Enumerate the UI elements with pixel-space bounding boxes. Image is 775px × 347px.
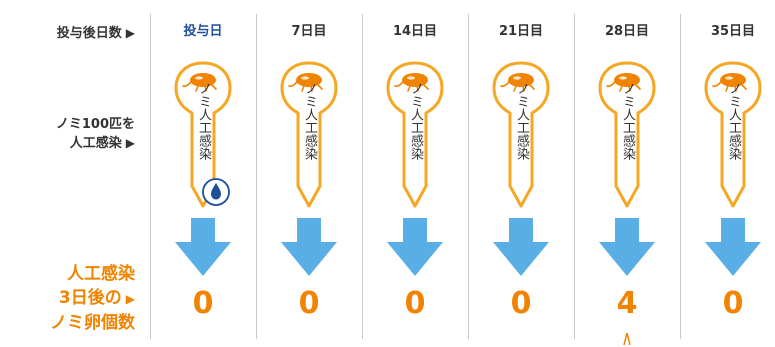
column-header: 14日目 <box>392 24 438 39</box>
egg-count-value: 0 <box>510 286 532 321</box>
tube-label: ノミ人工感染 <box>514 82 529 160</box>
test-tube-icon <box>386 61 444 208</box>
flea-icon <box>500 73 535 92</box>
tube-label: ノミ人工感染 <box>408 82 423 160</box>
down-arrow-icon <box>175 218 231 276</box>
column-divider <box>680 14 681 339</box>
flea-infection-label: ノミ100匹を 人工感染▶ <box>55 117 135 151</box>
egg-count-label: 人工感染 3日後の▶ ノミ卵個数 <box>50 264 135 333</box>
footnote-marker <box>623 332 631 346</box>
column-divider <box>468 14 469 339</box>
test-tube-icon <box>704 61 762 208</box>
column-divider <box>256 14 257 339</box>
tube-label: ノミ人工感染 <box>620 82 635 160</box>
column-divider <box>362 14 363 339</box>
timeline-column: 7日目 ノミ人工感染 0 <box>256 0 362 347</box>
test-tube-icon <box>598 61 656 208</box>
down-arrow-icon <box>387 218 443 276</box>
down-arrow-icon <box>599 218 655 276</box>
timeline-column: 14日目 ノミ人工感染 0 <box>362 0 468 347</box>
down-arrow-icon <box>705 218 761 276</box>
flea-icon <box>712 73 747 92</box>
egg-count-value: 0 <box>722 286 744 321</box>
row-arrow-icon: ▶ <box>125 26 135 40</box>
days-after-dose-label: 投与後日数▶ <box>56 26 135 41</box>
test-tube-icon <box>492 61 550 208</box>
column-divider <box>574 14 575 339</box>
test-tube-icon <box>174 61 232 208</box>
drop-icon <box>202 178 230 206</box>
timeline-column: 投与日 ノミ人工感染 0 <box>150 0 256 347</box>
column-header: 28日目 <box>604 24 650 39</box>
flea-icon <box>288 73 323 92</box>
egg-count-value: 0 <box>298 286 320 321</box>
flea-icon <box>606 73 641 92</box>
timeline-column: 21日目 ノミ人工感染 0 <box>468 0 574 347</box>
tube-label: ノミ人工感染 <box>302 82 317 160</box>
down-arrow-icon <box>493 218 549 276</box>
row-arrow-icon: ▶ <box>125 136 135 150</box>
egg-count-value: 0 <box>404 286 426 321</box>
flea-icon <box>182 73 217 92</box>
column-header: 35日目 <box>710 24 756 39</box>
timeline-column: 28日目 ノミ人工感染 4 <box>574 0 680 347</box>
tube-label: ノミ人工感染 <box>196 82 211 160</box>
test-tube-icon <box>280 61 338 208</box>
column-divider <box>150 14 151 339</box>
egg-count-value: 4 <box>616 286 638 321</box>
column-header: 21日目 <box>498 24 544 39</box>
timeline-column: 35日目 ノミ人工感染 0 <box>680 0 775 347</box>
column-header: 投与日 <box>183 24 223 39</box>
down-arrow-icon <box>281 218 337 276</box>
egg-count-value: 0 <box>192 286 214 321</box>
flea-icon <box>394 73 429 92</box>
column-header: 7日目 <box>291 24 327 39</box>
row-arrow-icon: ▶ <box>125 292 135 306</box>
tube-label: ノミ人工感染 <box>726 82 741 160</box>
